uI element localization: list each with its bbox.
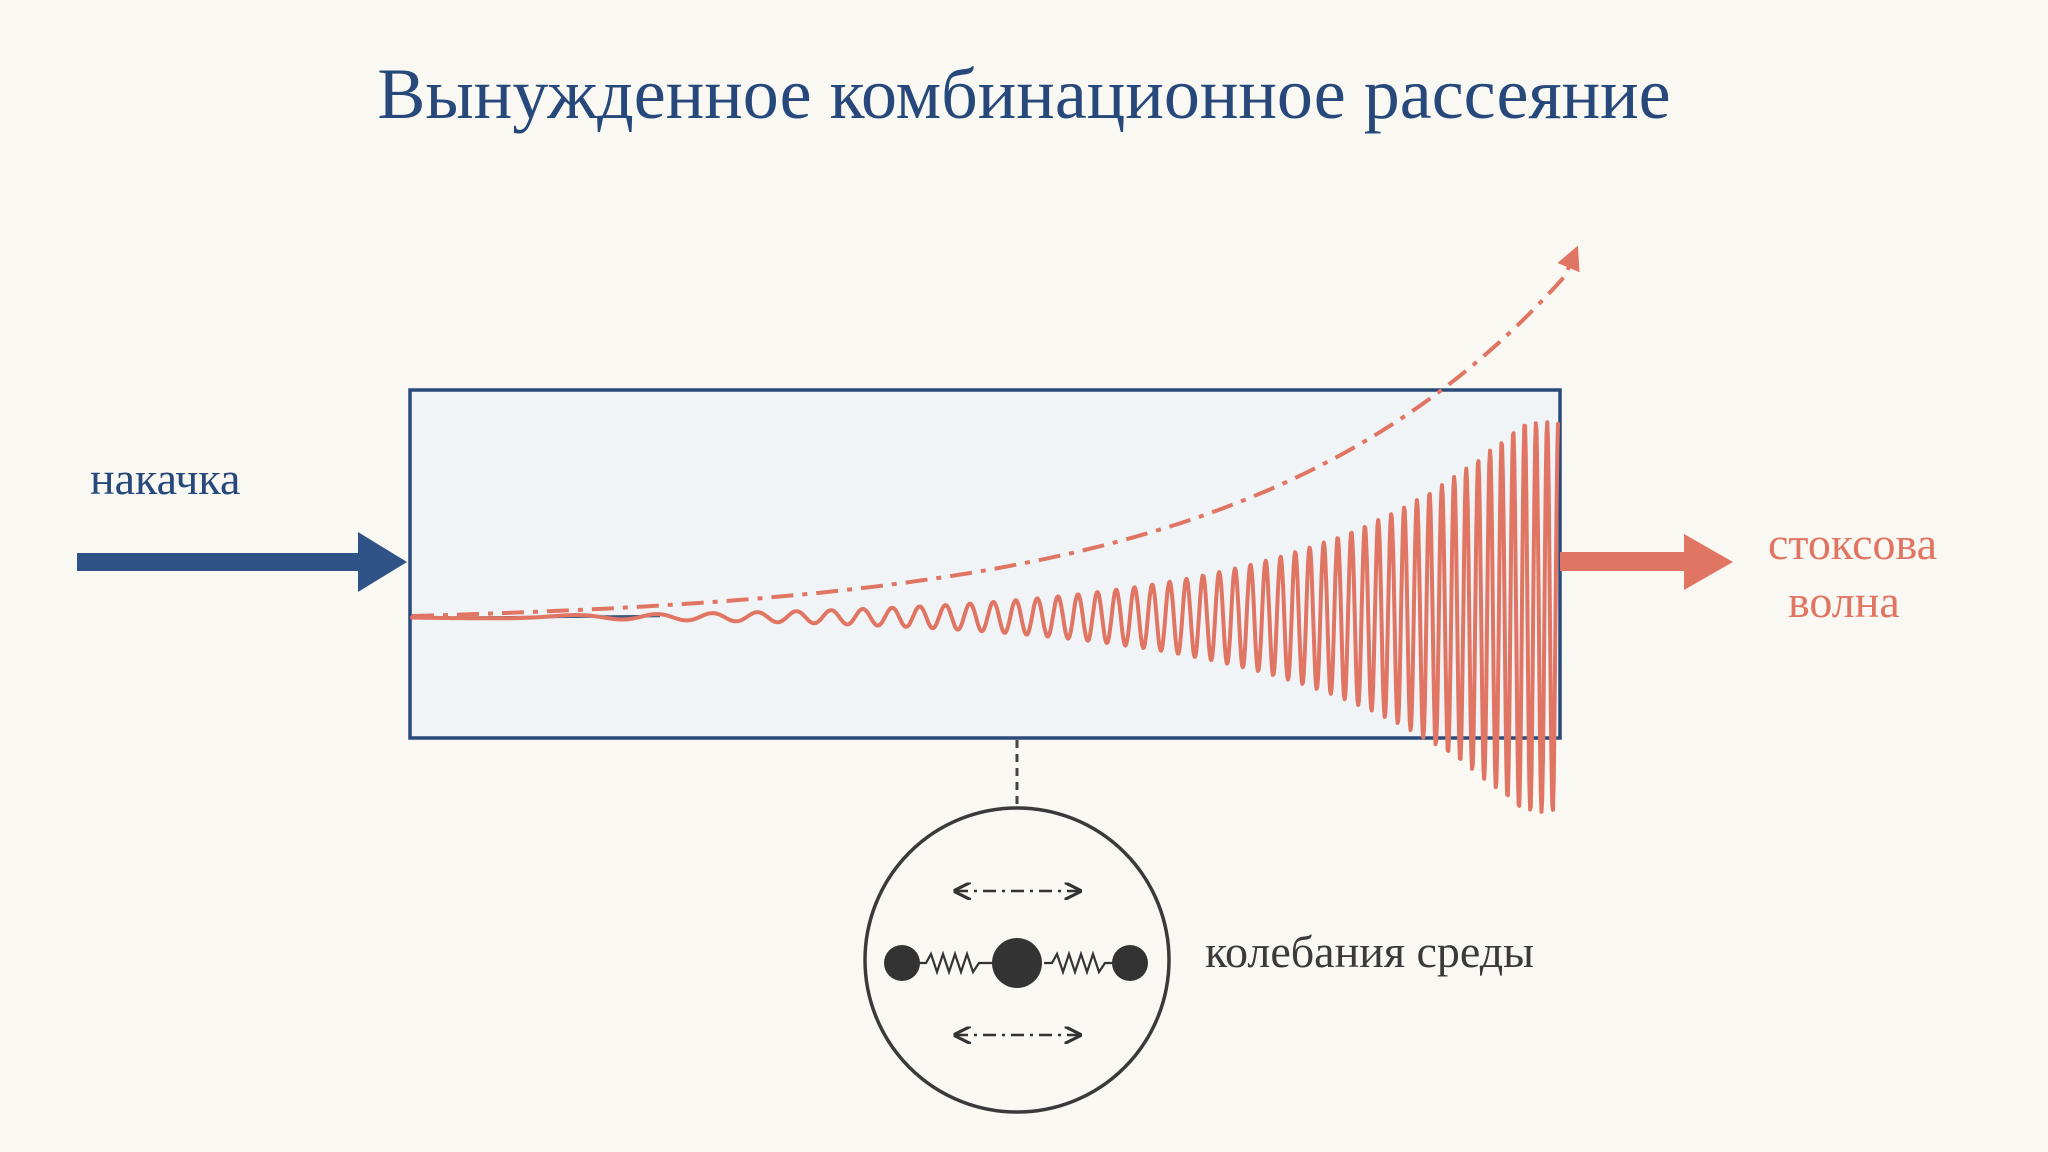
atom-center-icon	[992, 938, 1042, 988]
stokes-wave	[410, 420, 1560, 814]
spring-right-icon	[1044, 950, 1114, 976]
medium-vibrations-label: колебания среды	[1205, 926, 1534, 977]
molecule-icon	[884, 938, 1148, 988]
page-title: Вынужденное комбинационное рассеяние	[377, 54, 1670, 134]
pump-label: накачка	[90, 453, 240, 504]
spring-left-icon	[918, 950, 992, 976]
stokes-label-line2: волна	[1788, 576, 1900, 627]
gain-envelope-arrow	[411, 245, 1580, 618]
stokes-label-line1: стоксова	[1768, 518, 1937, 569]
atom-left-icon	[884, 945, 920, 981]
pump-arrow-icon	[77, 532, 407, 592]
stokes-arrow-icon	[1560, 534, 1733, 590]
atom-right-icon	[1112, 945, 1148, 981]
